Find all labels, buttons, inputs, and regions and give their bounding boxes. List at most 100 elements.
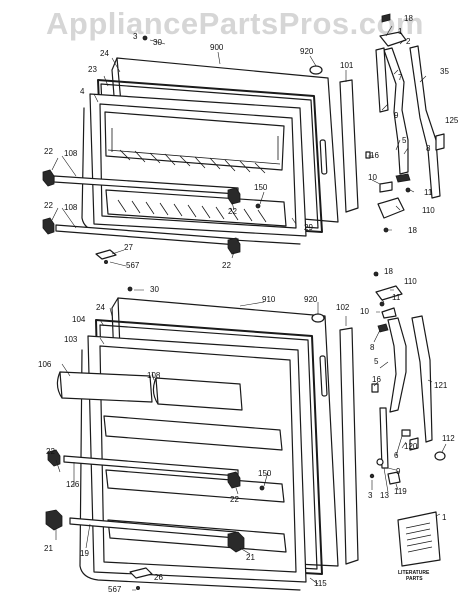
callout-30: 30 (153, 38, 162, 47)
callout-19: 19 (80, 549, 89, 558)
callout-10: 10 (368, 173, 377, 182)
freezer-screw-18-top (381, 13, 391, 23)
callout-8: 8 (426, 144, 431, 153)
callout-102: 102 (336, 303, 350, 312)
literature-booklet (397, 511, 441, 567)
callout-104: 104 (72, 315, 86, 324)
fresh-part-13 (376, 458, 384, 466)
callout-3: 3 (133, 32, 138, 41)
callout-1: 1 (398, 27, 403, 36)
callout-18: 18 (404, 14, 413, 23)
freezer-handle-slot (319, 139, 328, 175)
fresh-handle-5 (387, 317, 407, 413)
callout-26: 26 (154, 573, 163, 582)
freezer-screw-11 (405, 187, 411, 193)
callout-29: 29 (304, 223, 313, 232)
callout-103: 103 (64, 335, 78, 344)
callout-35: 35 (440, 67, 449, 76)
fresh-handle-trim-102 (339, 327, 359, 565)
fresh-shelf-well-3 (107, 519, 287, 553)
freezer-shelf-cap-right-lower (227, 237, 241, 255)
fresh-liner-side (79, 349, 301, 591)
callout-9: 9 (394, 111, 399, 120)
freezer-upper-shelf-well (104, 111, 285, 171)
callout-9: 9 (396, 467, 401, 476)
fresh-part-119 (387, 471, 401, 485)
callout-920: 920 (304, 295, 318, 304)
callout-101: 101 (340, 61, 354, 70)
callout-5: 5 (402, 136, 407, 145)
freezer-part-16 (365, 151, 371, 159)
callout-119: 119 (394, 487, 407, 496)
callout-21: 21 (246, 553, 255, 562)
callout-108: 108 (64, 203, 78, 212)
fresh-part-6 (401, 429, 411, 437)
literature-booklet-lines (405, 522, 433, 553)
fresh-screw-11 (379, 301, 385, 307)
fresh-hinge-plate-26 (129, 567, 153, 579)
fresh-shelf-cap-21-left (45, 509, 63, 531)
callout-6: 6 (394, 451, 399, 460)
fresh-part-120 (409, 437, 419, 451)
callout-10: 10 (360, 307, 369, 316)
freezer-screw-150 (255, 203, 261, 209)
fresh-dairy-door-left (59, 371, 153, 403)
fresh-dairy-door-left-curve (56, 371, 63, 399)
callout-567: 567 (108, 585, 122, 594)
callout-920: 920 (300, 47, 314, 56)
callout-3: 3 (368, 491, 373, 500)
freezer-screw-30 (142, 35, 148, 41)
callout-910: 910 (262, 295, 276, 304)
freezer-handle-35 (409, 45, 441, 199)
freezer-part-10 (379, 181, 393, 193)
freezer-lower-shelf-ribs (117, 199, 267, 223)
callout-110: 110 (422, 206, 435, 215)
fresh-liner-rim (99, 345, 297, 573)
callout-1: 1 (442, 513, 447, 522)
fresh-shelf-cap-22-right (227, 471, 241, 489)
callout-126: 126 (66, 480, 80, 489)
fresh-hinge-110 (375, 285, 403, 301)
callout-567: 567 (126, 261, 140, 270)
callout-21: 21 (44, 544, 53, 553)
callout-112: 112 (442, 434, 455, 443)
literature-label-line2: PARTS (406, 576, 423, 582)
fresh-part-8 (377, 323, 389, 333)
callout-22: 22 (222, 261, 231, 270)
callout-labels: 18 3 30 900 920 1 2 24 101 7 35 23 4 9 1… (38, 14, 459, 594)
callout-22: 22 (44, 201, 53, 210)
fresh-plug-920 (311, 313, 325, 323)
callout-23: 23 (88, 65, 97, 74)
freezer-screw-18-bottom (383, 227, 389, 233)
fresh-screw-150 (259, 485, 265, 491)
callout-11: 11 (424, 188, 433, 197)
callout-2: 2 (406, 37, 411, 46)
freezer-part-8 (395, 173, 411, 183)
freezer-upper-shelf-ribs (119, 149, 266, 174)
callout-120: 120 (404, 442, 418, 451)
fresh-handle-slot (319, 355, 328, 397)
freezer-screw-567 (104, 259, 109, 264)
freezer-door-assembly (42, 13, 445, 264)
freezer-plug-920 (309, 65, 323, 75)
fresh-shelf-cap-21-right (227, 531, 245, 553)
callout-16: 16 (372, 375, 381, 384)
callout-13: 13 (380, 491, 389, 500)
fresh-handle-121 (411, 315, 433, 443)
fresh-shelf-cap-22-left (47, 449, 61, 467)
fresh-dairy-door-right (155, 377, 243, 411)
callout-121: 121 (434, 381, 448, 390)
fresh-food-door-assembly (45, 271, 446, 591)
fresh-part-112 (434, 451, 446, 461)
callout-24: 24 (96, 303, 105, 312)
freezer-lower-shelf-well (105, 189, 287, 227)
fresh-shelf-well-1 (103, 415, 283, 451)
freezer-handle-7 (383, 47, 409, 175)
callout-150: 150 (254, 183, 268, 192)
literature-label-line1: LITERATURE (398, 570, 430, 576)
freezer-shelf-cap-left-upper (42, 169, 55, 187)
fresh-screw-30 (127, 286, 133, 292)
callout-16: 16 (370, 151, 379, 160)
